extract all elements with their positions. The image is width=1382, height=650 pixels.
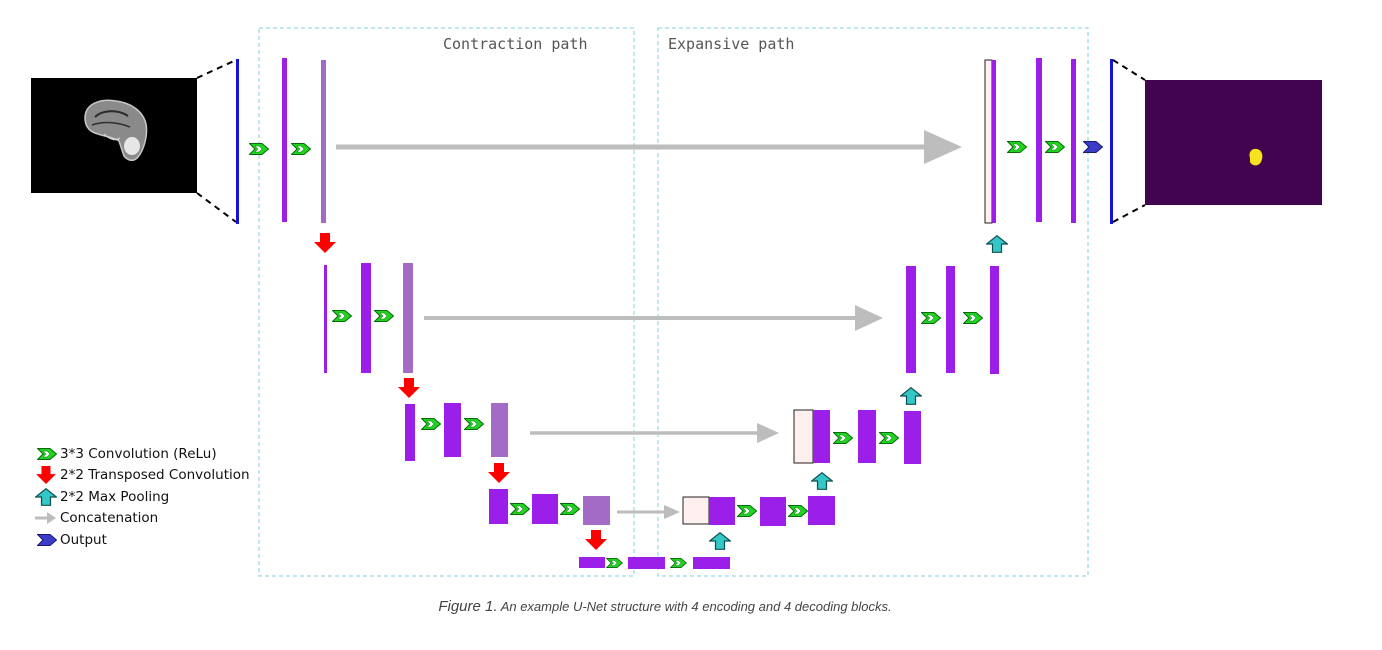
legend-item: 2*2 Transposed Convolution [32,465,250,487]
conv-arrow-icon [921,312,941,324]
conv-arrow-icon [788,505,808,517]
enc2-conv2-bar [403,263,413,373]
enc4-conv1-bar [532,494,558,524]
dec1-conv2-bar [1071,59,1076,223]
input-mri-image [31,78,197,193]
expansive-path-box [657,27,1089,577]
enc3-conv1-bar [444,403,461,457]
conv-arrow-icon [249,143,269,155]
legend-label: 2*2 Max Pooling [60,488,170,505]
conv-arrow-icon [560,503,580,515]
pooling-down-arrow-icon [314,233,336,253]
concat-arrow-level2 [424,305,883,331]
input-projection-bottom [196,192,237,223]
red-down-arrow-icon [36,466,56,485]
conv-arrow-icon [737,505,757,517]
enc3-conv2-bar [491,403,508,457]
dec2-conv2-bar [990,266,999,374]
legend-item: 3*3 Convolution (ReLu) [32,443,250,465]
dec4-conv1-bar [760,497,786,526]
conv-arrow-icon [606,558,623,568]
conv-arrow-icon [291,143,311,155]
enc2-input-bar [324,265,327,373]
conv-arrow-icon [332,310,352,322]
concat-arrow-level4 [617,505,680,519]
gray-right-arrow-icon [35,512,56,525]
dec4-conv2-bar [808,496,835,525]
contraction-path-box [258,27,635,577]
legend-label: Output [60,531,107,548]
dec1-skip-block [984,59,993,224]
conv-arrow-icon [1045,141,1065,153]
enc3-input-bar [405,404,415,461]
output-segmentation-mask [1145,80,1322,205]
enc1-conv2-bar [321,60,326,223]
enc1-conv1-bar [282,58,287,222]
dec3-conv1-bar [858,410,876,463]
conv-arrow-icon [1007,141,1027,153]
contraction-path-label: Contraction path [443,35,588,53]
upsample-up-arrow-icon [900,387,922,405]
output-feature-bar [1110,59,1113,224]
upsample-up-arrow-icon [709,532,731,550]
conv-arrow-icon [670,558,687,568]
conv-arrow-icon [421,418,441,430]
dec2-conv1-bar [946,266,955,373]
dec4-skip-block [682,496,710,525]
upsample-up-arrow-icon [811,472,833,490]
conv-arrow-icon [833,432,853,444]
teal-up-arrow-icon [35,487,57,506]
legend-label: 2*2 Transposed Convolution [60,467,250,484]
blue-chevron-icon [37,533,57,546]
legend-item: Concatenation [32,508,250,530]
upsample-up-arrow-icon [986,235,1008,253]
enc4-input-bar [489,489,508,524]
bottleneck-conv2-bar [693,557,730,569]
pooling-down-arrow-icon [398,378,420,398]
input-projection-top [196,59,237,79]
bottleneck-input-bar [579,557,605,568]
expansive-path-label: Expansive path [668,35,794,53]
conv-arrow-icon [374,310,394,322]
dec3-upsampled-bar [813,410,830,463]
caption-text: An example U-Net structure with 4 encodi… [500,599,892,614]
caption-lead: Figure 1. [438,598,498,615]
legend-item: 2*2 Max Pooling [32,486,250,508]
conv-arrow-icon [464,418,484,430]
input-feature-bar [236,59,239,224]
conv-arrow-icon [510,503,530,515]
figure-caption: Figure 1. An example U-Net structure wit… [0,598,1330,615]
bottleneck-conv1-bar [628,557,665,569]
pooling-down-arrow-icon [488,463,510,483]
output-projection-bottom [1112,204,1146,223]
dec4-upsampled-bar [709,497,735,525]
conv-arrow-icon [879,432,899,444]
concat-arrow-level3 [530,423,779,443]
output-arrow-icon [1083,141,1103,153]
dec2-upsampled-bar [906,266,916,373]
enc4-conv2-bar [583,496,610,525]
concat-arrow-level1 [336,130,962,164]
enc2-conv1-bar [361,263,371,373]
pooling-down-arrow-icon [585,530,607,550]
output-projection-top [1112,59,1146,81]
dec1-conv1-bar [1036,58,1042,222]
legend-item: Output [32,529,250,551]
green-chevron-icon [37,447,57,460]
conv-arrow-icon [963,312,983,324]
dec3-conv2-bar [904,411,921,464]
legend: 3*3 Convolution (ReLu) 2*2 Transposed Co… [32,443,250,551]
legend-label: Concatenation [60,510,159,527]
dec3-skip-block [793,409,814,464]
dec1-upsampled-bar [992,60,996,223]
legend-label: 3*3 Convolution (ReLu) [60,445,217,462]
